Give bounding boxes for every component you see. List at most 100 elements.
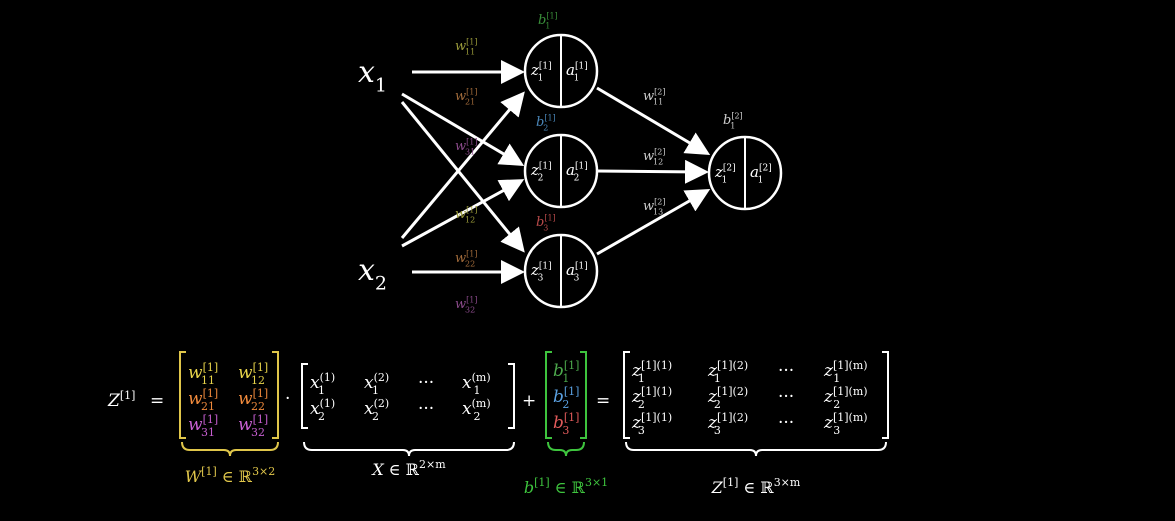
x-matrix-1-4: x(m)1 <box>462 371 491 397</box>
weight-l1-12-text: w[1]12 <box>455 206 477 225</box>
w-matrix-1-2: w[1]12 <box>238 361 268 387</box>
input-x2-text: x2 <box>358 253 387 295</box>
weight-l1-11-text: w[1]11 <box>455 38 477 57</box>
x-matrix-1-1: x(1)1 <box>310 371 335 397</box>
z-matrix-1-4: z[1](m)1 <box>823 359 868 385</box>
arrow-h3-out <box>596 189 711 256</box>
eq-equals-2: = <box>596 391 610 411</box>
b-vector-3: b[1]3 <box>553 411 579 437</box>
w-matrix-1-1: w[1]11 <box>188 361 218 387</box>
b-brace <box>547 441 585 457</box>
w-matrix-2-2: w[1]22 <box>238 387 268 413</box>
x-matrix-2-1: x(1)2 <box>310 397 335 423</box>
weight-l1-21: w[1]21 <box>455 88 477 107</box>
connection-arrows <box>400 60 711 284</box>
arrow-x1-h3 <box>400 101 525 253</box>
eq-plus: + <box>522 391 536 411</box>
arrow-x1-h2 <box>401 92 525 167</box>
w-label-text: W[1] ∈ ℝ3×2 <box>185 465 276 486</box>
hidden-neuron-1-a: a[1]1 <box>566 61 588 83</box>
z-matrix-2-2: z[1](2)2 <box>707 385 748 411</box>
output-neuron: z[2]1 a[2]1 <box>707 135 783 211</box>
x-matrix-1-4-text: x(m)1 <box>462 371 491 397</box>
hidden-neuron-2-a-text: a[1]2 <box>566 161 588 183</box>
b-vector-3-text: b[1]3 <box>553 411 579 437</box>
w-matrix-1-1-text: w[1]11 <box>188 361 218 387</box>
hidden-neuron-1: z[1]1 a[1]1 <box>523 33 599 109</box>
input-x1-text: x1 <box>358 55 387 97</box>
eq-lhs-text: Z[1] <box>107 389 135 411</box>
x-matrix-2-3: ··· <box>418 399 434 419</box>
z-matrix-1-4-text: z[1](m)1 <box>823 359 868 385</box>
output-neuron-z: z[2]1 <box>714 163 736 185</box>
z-matrix-1-3-text: ··· <box>778 361 794 381</box>
eq-equals: = <box>150 391 164 411</box>
w-matrix-3-1-text: w[1]31 <box>188 413 218 439</box>
z-matrix-3-1: z[1](1)3 <box>631 411 672 437</box>
weight-l2-11: w[2]11 <box>643 88 665 107</box>
z-matrix-1-2: z[1](2)1 <box>707 359 748 385</box>
hidden-neuron-3-a-text: a[1]3 <box>566 261 588 283</box>
bias-hidden-3-text: b[1]3 <box>536 214 556 233</box>
input-x1: x1 <box>358 55 387 97</box>
x-matrix-1-1-text: x(1)1 <box>310 371 335 397</box>
z-matrix-2-4-text: z[1](m)2 <box>823 385 868 411</box>
weight-l2-12-text: w[2]12 <box>643 148 665 167</box>
output-neuron-a-text: a[2]1 <box>750 163 772 185</box>
x-matrix-1-3-text: ··· <box>418 373 434 393</box>
eq-lhs: Z[1] <box>107 389 135 411</box>
z-matrix-3-2-text: z[1](2)3 <box>707 411 748 437</box>
z-matrix-1-2-text: z[1](2)1 <box>707 359 748 385</box>
weight-l1-11: w[1]11 <box>455 38 477 57</box>
x-matrix-1-2: x(2)1 <box>364 371 389 397</box>
arrow-x2-h2 <box>401 179 525 248</box>
weight-l1-31-text: w[1]31 <box>455 138 477 157</box>
w-matrix-2-1: w[1]21 <box>188 387 218 413</box>
weight-l2-12: w[2]12 <box>643 148 665 167</box>
x-brace <box>303 441 515 457</box>
b-vector-bracket <box>545 351 587 439</box>
x-matrix-2-4-text: x(m)2 <box>462 397 491 423</box>
hidden-neuron-1-z: z[1]1 <box>530 61 552 83</box>
x-matrix-2-1-text: x(1)2 <box>310 397 335 423</box>
bias-output-text: b[2]1 <box>723 112 743 131</box>
x-matrix-2-4: x(m)2 <box>462 397 491 423</box>
diagram-labels: x1 x2 b[1]1 b[1]2 b[1]3 b[2]1 w[1]11 w[1]21 w[1]… <box>358 12 743 315</box>
z-matrix-3-3-text: ··· <box>778 413 794 433</box>
z-matrix-3-3: ··· <box>778 413 794 433</box>
z-label-text: Z[1] ∈ ℝ3×m <box>711 476 801 497</box>
bias-hidden-3: b[1]3 <box>536 214 556 233</box>
arrow-x2-h1 <box>400 91 525 239</box>
input-x2: x2 <box>358 253 387 295</box>
b-vector-2: b[1]2 <box>553 385 579 411</box>
weight-l1-32-text: w[1]32 <box>455 296 477 315</box>
z-matrix-2-1-text: z[1](1)2 <box>631 385 672 411</box>
bias-hidden-2-text: b[1]2 <box>536 114 556 133</box>
x-matrix-2-3-text: ··· <box>418 399 434 419</box>
z-matrix-2-2-text: z[1](2)2 <box>707 385 748 411</box>
z-matrix-3-4: z[1](m)3 <box>823 411 868 437</box>
bias-hidden-1-text: b[1]1 <box>538 12 558 31</box>
x-matrix-1-2-text: x(2)1 <box>364 371 389 397</box>
b-label: b[1] ∈ ℝ3×1 <box>524 476 608 497</box>
x-label-text: X ∈ ℝ2×m <box>370 458 446 479</box>
eq-dot: · <box>285 389 290 409</box>
x-label: X ∈ ℝ2×m <box>370 458 446 479</box>
w-matrix-1-2-text: w[1]12 <box>238 361 268 387</box>
bias-output: b[2]1 <box>723 112 743 131</box>
w-matrix-3-1: w[1]31 <box>188 413 218 439</box>
z-matrix-bracket <box>623 351 889 439</box>
weight-l1-22-text: w[1]22 <box>455 250 477 269</box>
x-matrix-1-3: ··· <box>418 373 434 393</box>
b-vector-1: b[1]1 <box>553 359 579 385</box>
weight-l2-13-text: w[2]13 <box>643 198 665 217</box>
z-matrix-3-2: z[1](2)3 <box>707 411 748 437</box>
weight-l2-11-text: w[2]11 <box>643 88 665 107</box>
z-matrix-2-4: z[1](m)2 <box>823 385 868 411</box>
w-matrix-2-1-text: w[1]21 <box>188 387 218 413</box>
output-neuron-a: a[2]1 <box>750 163 772 185</box>
